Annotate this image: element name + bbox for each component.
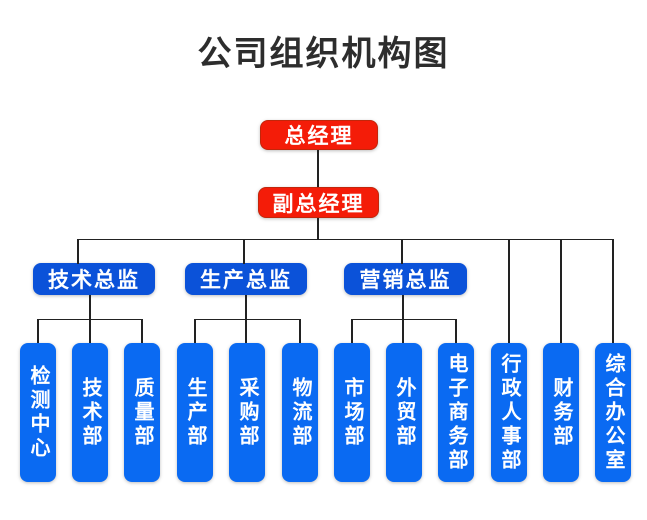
connector-drop-director-technical	[77, 239, 79, 264]
node-deputy-general-manager: 副总经理	[258, 187, 379, 218]
node-director-production: 生产总监	[185, 263, 307, 295]
connector-drop-general-office	[612, 239, 614, 343]
node-dept-ecommerce-label: 电子商务部	[445, 352, 467, 473]
connector-ceo-to-vice	[317, 150, 319, 187]
node-dept-technical: 技术部	[72, 343, 108, 482]
connector-children-marketing	[351, 318, 457, 320]
node-dept-quality: 质量部	[124, 343, 160, 482]
node-dept-logistics: 物流部	[282, 343, 318, 482]
node-dept-quality-label: 质量部	[131, 376, 153, 449]
page-title: 公司组织机构图	[197, 35, 450, 73]
connector-vice-to-branch	[317, 218, 319, 240]
node-general-manager-label: 总经理	[284, 125, 354, 148]
node-dept-admin-hr-label: 行政人事部	[498, 352, 520, 473]
node-dept-finance-label: 财务部	[550, 376, 572, 449]
node-deputy-general-manager-label: 副总经理	[272, 192, 365, 216]
node-dept-production-label: 生产部	[184, 376, 206, 449]
node-director-technical: 技术总监	[33, 263, 155, 295]
connector-drop-market	[351, 318, 353, 343]
connector-drop-finance	[560, 239, 562, 343]
node-dept-testing-center-label: 检测中心	[27, 364, 49, 461]
node-general-manager: 总经理	[260, 120, 378, 150]
connector-main-branch	[77, 238, 614, 240]
connector-drop-testing-center	[37, 318, 39, 343]
connector-drop-quality	[141, 318, 143, 343]
node-dept-market-label: 市场部	[341, 376, 363, 449]
connector-drop-director-marketing	[401, 239, 403, 264]
node-dept-finance: 财务部	[543, 343, 579, 482]
node-dept-technical-label: 技术部	[79, 376, 101, 449]
node-dept-testing-center: 检测中心	[20, 343, 56, 482]
node-director-technical-label: 技术总监	[48, 269, 140, 292]
connector-drop-logistics	[299, 318, 301, 343]
connector-children-technical	[37, 318, 143, 320]
node-director-production-label: 生产总监	[200, 269, 292, 292]
node-dept-purchasing-label: 采购部	[236, 376, 258, 449]
node-dept-general-office-label: 综合办公室	[602, 352, 624, 473]
connector-children-production	[194, 318, 301, 320]
node-dept-ecommerce: 电子商务部	[438, 343, 474, 482]
node-dept-general-office: 综合办公室	[595, 343, 631, 482]
node-dept-market: 市场部	[334, 343, 370, 482]
connector-drop-admin-hr	[508, 239, 510, 343]
node-dept-production: 生产部	[177, 343, 213, 482]
node-dept-foreign-trade: 外贸部	[386, 343, 422, 482]
connector-drop-director-production	[243, 239, 245, 264]
node-dept-logistics-label: 物流部	[289, 376, 311, 449]
node-dept-foreign-trade-label: 外贸部	[393, 376, 415, 449]
node-dept-purchasing: 采购部	[229, 343, 265, 482]
connector-drop-production-dept	[194, 318, 196, 343]
node-dept-admin-hr: 行政人事部	[491, 343, 527, 482]
node-director-marketing-label: 营销总监	[359, 269, 452, 292]
node-director-marketing: 营销总监	[344, 263, 467, 295]
connector-drop-ecommerce	[455, 318, 457, 343]
